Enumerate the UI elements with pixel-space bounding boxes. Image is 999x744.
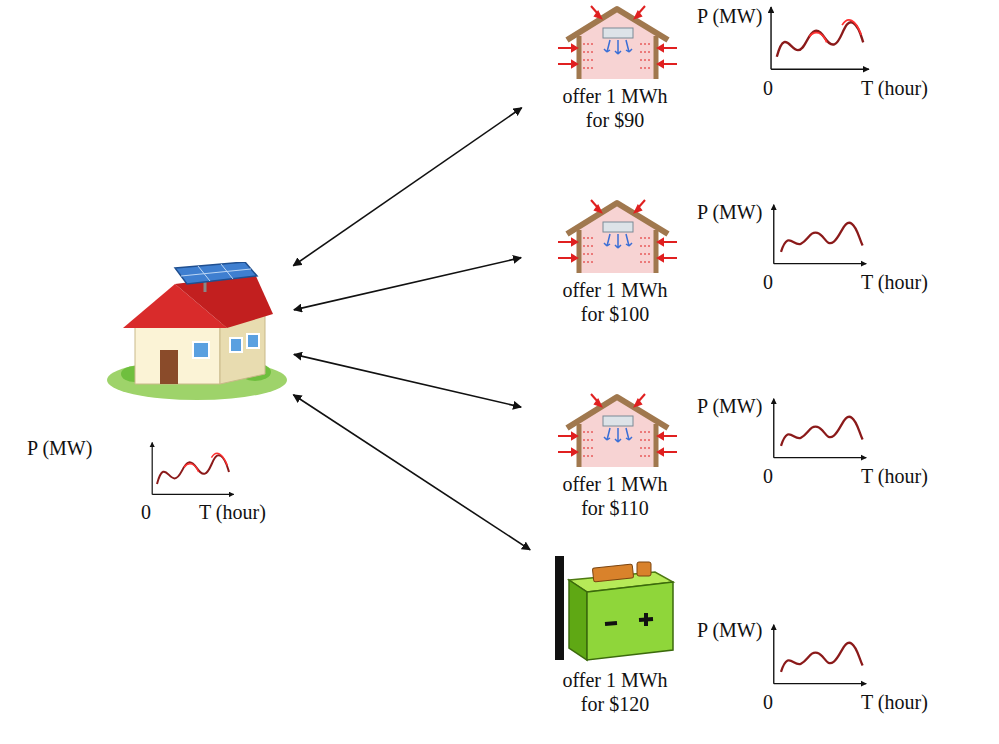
flexibility-offer: offer 1 MWh for $120P (MW)0T (hour) [525, 552, 705, 724]
double-arrow [294, 354, 521, 407]
ac-house-icon [555, 4, 680, 79]
double-arrow [294, 258, 521, 310]
axis-label: P (MW) [697, 618, 762, 642]
flexibility-offer: offer 1 MWh for $110P (MW)0T (hour) [525, 392, 705, 524]
axis-label: P (MW) [697, 200, 762, 224]
prosumer-house: P (MW)0T (hour) [105, 262, 290, 402]
offer-caption: offer 1 MWh for $110 [550, 472, 680, 520]
axis-origin: 0 [763, 464, 773, 488]
battery-icon [555, 552, 680, 662]
axis-label: P (MW) [27, 436, 92, 460]
flexibility-offer: offer 1 MWh for $90P (MW)0T (hour) [525, 4, 705, 136]
axis-label: T (hour) [861, 76, 928, 100]
flexibility-offer: offer 1 MWh for $100P (MW)0T (hour) [525, 198, 705, 330]
axis-origin: 0 [763, 690, 773, 714]
axis-origin: 0 [763, 270, 773, 294]
axis-origin: 0 [141, 500, 151, 524]
power-profile-plot [765, 396, 875, 464]
axis-label: T (hour) [861, 690, 928, 714]
axis-label: T (hour) [861, 464, 928, 488]
power-profile-plot [143, 440, 243, 500]
power-profile-plot [765, 202, 875, 270]
offer-caption: offer 1 MWh for $120 [550, 668, 680, 716]
solar-house-icon [105, 262, 290, 402]
double-arrow [293, 108, 521, 266]
axis-label: T (hour) [861, 270, 928, 294]
ac-house-icon [555, 392, 680, 467]
offer-caption: offer 1 MWh for $100 [550, 278, 680, 326]
double-arrow [293, 395, 530, 550]
power-profile-plot [765, 4, 875, 76]
axis-origin: 0 [763, 76, 773, 100]
offer-caption: offer 1 MWh for $90 [550, 84, 680, 132]
power-profile-plot [765, 622, 875, 690]
axis-label: P (MW) [697, 4, 762, 28]
axis-label: T (hour) [199, 500, 266, 524]
ac-house-icon [555, 198, 680, 273]
axis-label: P (MW) [697, 394, 762, 418]
